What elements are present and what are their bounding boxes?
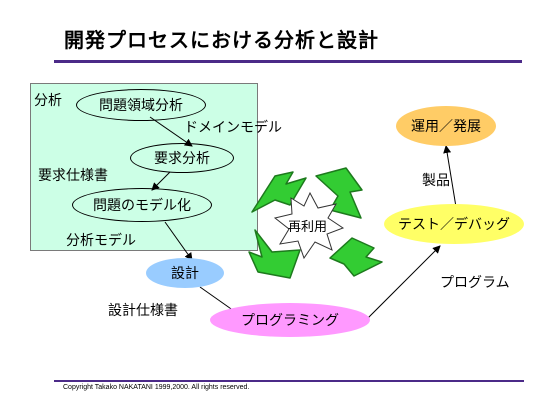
note-product: 製品 xyxy=(422,173,450,189)
footer-rule xyxy=(54,380,524,382)
slide-title: 開発プロセスにおける分析と設計 xyxy=(64,28,379,52)
recycle-icon xyxy=(248,167,383,279)
node-requirements: 要求分析 xyxy=(130,143,234,173)
note-program: プログラム xyxy=(440,275,510,291)
node-test-debug: テスト／デバッグ xyxy=(384,204,524,244)
copyright-footer: Copyright Takako NAKATANI 1999,2000. All… xyxy=(63,384,250,391)
note-requirements-spec: 要求仕様書 xyxy=(38,168,108,184)
analysis-label: 分析 xyxy=(34,93,62,109)
arrow-test-to-operation xyxy=(443,145,457,208)
note-analysis-model: 分析モデル xyxy=(66,233,136,249)
node-programming: プログラミング xyxy=(210,303,370,337)
node-design: 設計 xyxy=(146,258,224,288)
node-problem-domain: 問題領域分析 xyxy=(76,89,206,121)
node-operation: 運用／発展 xyxy=(396,106,496,146)
arrow-domain-to-requirements xyxy=(149,116,193,147)
note-design-spec: 設計仕様書 xyxy=(108,303,178,319)
arrow-requirements-to-modeling xyxy=(151,171,171,191)
reuse-label: 再利用 xyxy=(288,220,328,235)
arrow-programming-to-test xyxy=(367,245,441,319)
title-rule xyxy=(54,60,522,63)
arrow-modeling-to-design xyxy=(164,221,193,261)
node-modeling: 問題のモデル化 xyxy=(72,188,212,222)
note-domain-model: ドメインモデル xyxy=(184,120,282,136)
reuse-burst xyxy=(273,191,345,260)
